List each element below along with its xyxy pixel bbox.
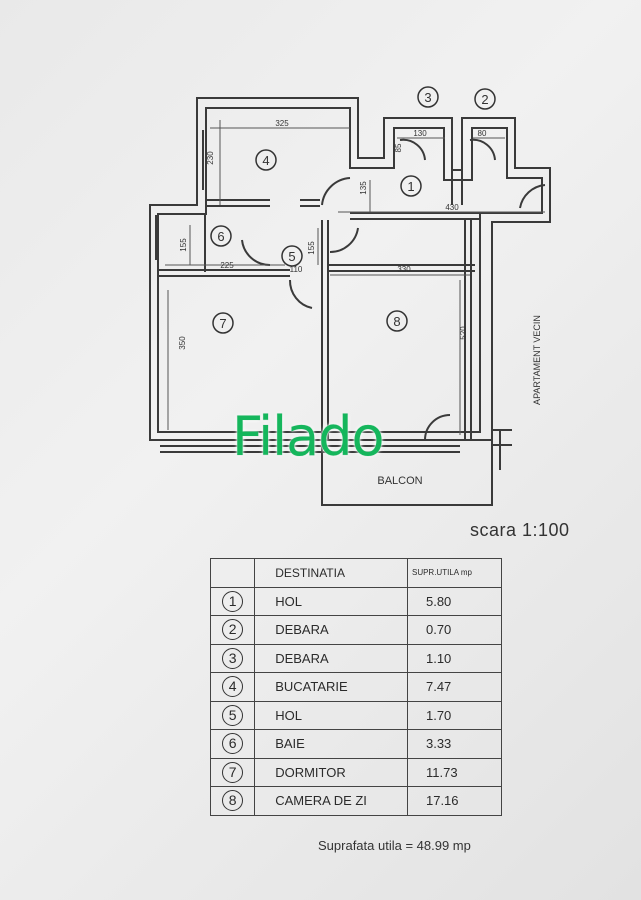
wall	[492, 429, 512, 470]
door-arc	[469, 138, 496, 161]
watermark-text: Filado	[232, 405, 385, 468]
balcony	[321, 440, 493, 506]
row-number: 8	[222, 790, 244, 812]
total-area: Suprafata utila = 48.99 mp	[318, 838, 471, 853]
wall	[321, 220, 329, 440]
dimension-label: 155	[307, 241, 316, 255]
door-arc	[329, 227, 359, 254]
dimension-label: 135	[359, 181, 368, 195]
table-row: 3 DEBARA 1.10	[209, 643, 503, 673]
room-area: 1.10	[406, 643, 503, 673]
scale-label: scara 1:100	[470, 520, 570, 540]
room-number: 4	[262, 153, 269, 168]
room-name: DEBARA	[254, 615, 408, 645]
door-arc	[399, 138, 426, 161]
room-number: 5	[288, 249, 295, 264]
inner-wall-line	[157, 107, 543, 433]
room-number: 3	[424, 90, 431, 105]
row-number: 3	[222, 647, 244, 669]
table-row: 6 BAIE 3.33	[209, 729, 503, 759]
table-row: 4 BUCATARIE 7.47	[209, 672, 503, 702]
dimension-label: 350	[178, 336, 187, 350]
table-row: 1 HOL 5.80	[209, 586, 503, 616]
dimension-label: 85	[394, 143, 403, 152]
dimension-label: 330	[397, 265, 411, 274]
table-row: 5 HOL 1.70	[209, 700, 503, 730]
room-number: 6	[217, 229, 224, 244]
room-area: 17.16	[406, 786, 503, 816]
room-number: 8	[393, 314, 400, 329]
window	[149, 215, 157, 260]
room-name: HOL	[254, 700, 408, 730]
dimension-label: 155	[179, 238, 188, 252]
dimension-label: 225	[220, 261, 234, 270]
balcony-rail	[160, 439, 460, 453]
table-header-row: DESTINATIA SUPR.UTILA mp	[209, 558, 503, 588]
row-number: 5	[222, 704, 244, 726]
outer-wall	[149, 97, 551, 441]
dimension-label: 520	[459, 326, 468, 340]
wall	[158, 214, 290, 277]
dimension-label: 230	[206, 151, 215, 165]
wall	[328, 264, 475, 272]
room-area: 7.47	[406, 672, 503, 702]
dimension-label: 80	[478, 129, 487, 138]
table-row: 8 CAMERA DE ZI 17.16	[209, 786, 503, 816]
neighbor-label: APARTAMENT VECIN	[532, 315, 542, 405]
header-area: SUPR.UTILA mp	[406, 558, 503, 588]
door-arc	[321, 177, 351, 206]
room-name: DORMITOR	[254, 757, 408, 787]
door-arc	[519, 184, 546, 209]
room-number: 2	[481, 92, 488, 107]
room-name: HOL	[254, 586, 408, 616]
room-area: 5.80	[406, 586, 503, 616]
table-row: 7 DORMITOR 11.73	[209, 757, 503, 787]
row-number: 4	[222, 676, 244, 698]
room-number: 1	[407, 179, 414, 194]
area-table: DESTINATIA SUPR.UTILA mp 1 HOL 5.80 2 DE…	[209, 558, 503, 816]
wall	[464, 219, 472, 440]
door-arc	[424, 414, 451, 441]
dimension-label: 110	[290, 265, 303, 274]
door-arc	[241, 239, 271, 267]
dimension-label: 430	[445, 203, 459, 212]
row-number: 6	[222, 733, 244, 755]
header-blank	[209, 558, 256, 588]
wall	[451, 170, 463, 205]
room-name: DEBARA	[254, 643, 408, 673]
door-arc	[288, 279, 313, 309]
row-number: 2	[222, 619, 244, 641]
room-name: BAIE	[254, 729, 408, 759]
room-area: 11.73	[406, 757, 503, 787]
floor-plan: 1 2 3 4 5 6 7 8 325 230 130 80 85 135 43…	[149, 86, 551, 506]
room-name: CAMERA DE ZI	[254, 786, 408, 816]
balcony-label: BALCON	[377, 475, 422, 487]
row-number: 7	[222, 761, 244, 783]
watermark: Filado	[232, 410, 385, 464]
room-number: 7	[219, 316, 226, 331]
wall	[206, 199, 320, 207]
room-name: BUCATARIE	[254, 672, 408, 702]
dimension-label: 325	[275, 119, 289, 128]
window	[196, 130, 204, 190]
row-number: 1	[222, 590, 244, 612]
header-destination: DESTINATIA	[254, 558, 408, 588]
wall	[350, 212, 480, 220]
dimension-label: 130	[413, 129, 427, 138]
room-area: 0.70	[406, 615, 503, 645]
room-area: 1.70	[406, 700, 503, 730]
room-area: 3.33	[406, 729, 503, 759]
table-row: 2 DEBARA 0.70	[209, 615, 503, 645]
